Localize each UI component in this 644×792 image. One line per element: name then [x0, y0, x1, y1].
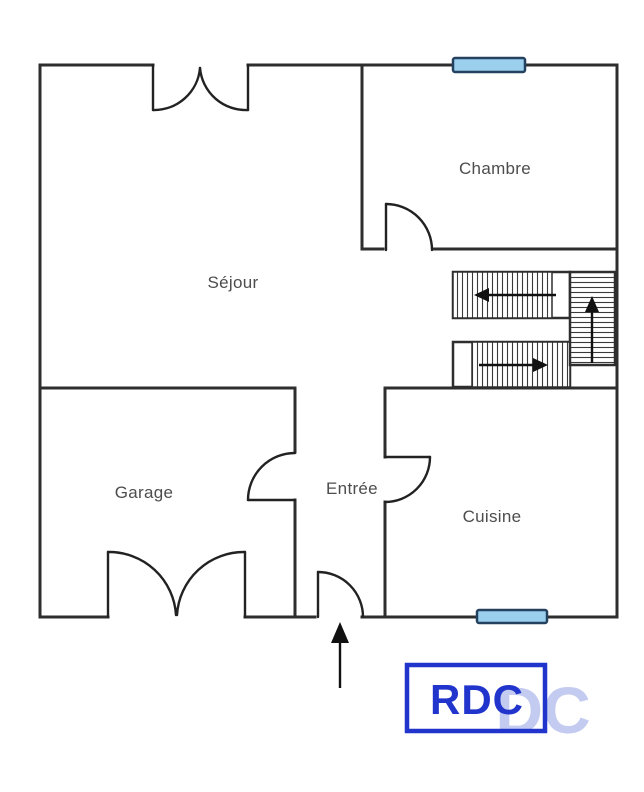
- door-arc: [316, 570, 365, 619]
- floor-badge-box: [404, 662, 548, 734]
- exterior-walls: [38, 63, 619, 619]
- room-label-cuisine: Cuisine: [463, 507, 522, 526]
- door-arc-right: [175, 550, 247, 617]
- door-entree-exterior-icon: [316, 570, 365, 619]
- double-door-sejour-top-icon: [151, 63, 250, 112]
- double-door-garage-bottom-icon: [106, 550, 247, 619]
- door-arc: [383, 455, 432, 504]
- door-garage-entree-icon: [246, 451, 297, 502]
- entrance-arrow-icon: [331, 622, 349, 688]
- door-chambre-icon: [384, 202, 434, 252]
- stairs-upper-flight-arrow-icon: [474, 288, 556, 302]
- door-arc: [384, 202, 434, 252]
- door-cuisine-icon: [383, 455, 432, 504]
- window-bottom-cuisine-icon: [475, 608, 549, 625]
- stairs-landing-arrow-icon: [585, 296, 599, 363]
- room-label-sejour: Séjour: [208, 273, 259, 292]
- door-arc-left: [151, 66, 202, 112]
- floor-badge-label: RDC: [430, 676, 524, 723]
- window-top-chambre-icon: [451, 56, 527, 74]
- stairs: [451, 270, 617, 389]
- room-label-garage: Garage: [115, 483, 174, 502]
- room-label-chambre: Chambre: [459, 159, 531, 178]
- room-label-entree: Entrée: [326, 479, 378, 498]
- door-arc-left: [106, 550, 178, 617]
- door-arc: [246, 451, 297, 502]
- stairs-lower-flight-arrow-icon: [479, 358, 548, 372]
- floor-badge: DC RDC: [404, 662, 591, 747]
- door-arc-right: [198, 66, 250, 112]
